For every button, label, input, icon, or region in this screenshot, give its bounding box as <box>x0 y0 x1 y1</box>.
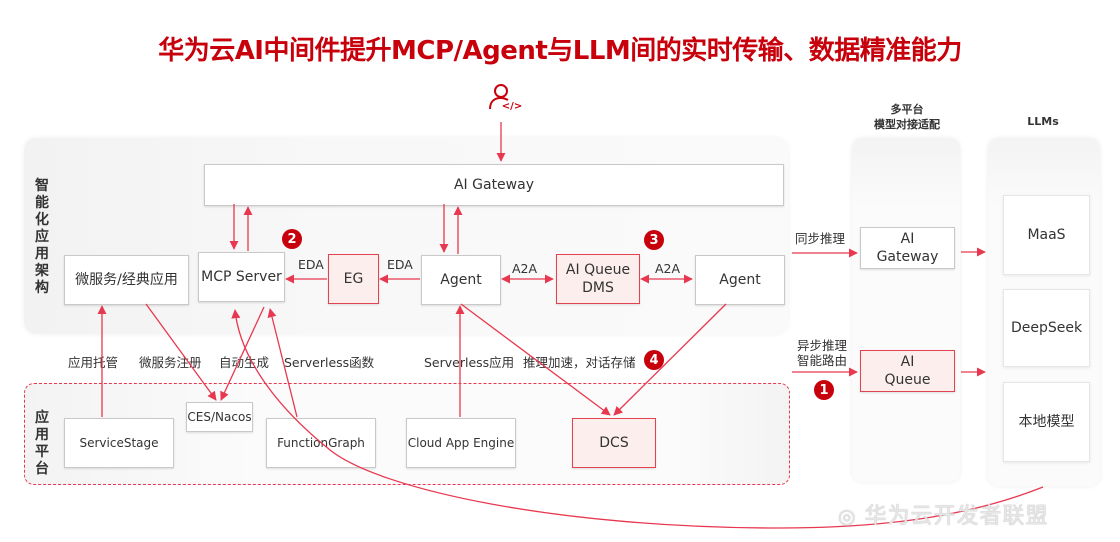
servicestage-node[interactable]: ServiceStage <box>64 418 174 468</box>
dcs-node[interactable]: DCS <box>572 418 656 468</box>
weibo-icon: ◎ <box>838 504 857 528</box>
llm-maas-node[interactable]: MaaS <box>1003 195 1090 275</box>
edge-label-async-inference: 异步推理 智能路由 <box>797 338 847 368</box>
mcp-server-node[interactable]: MCP Server <box>198 252 285 302</box>
edge-label-inference-accel: 推理加速，对话存储 <box>523 355 636 370</box>
edge-label-ms-register: 微服务注册 <box>139 355 202 370</box>
adapter-ai-gateway-line1: AI <box>900 231 915 247</box>
ai-queue-dms-node[interactable]: AI Queue DMS <box>556 254 640 304</box>
developer-user-code-icon: </> <box>484 82 524 116</box>
ai-queue-dms-line1: AI Queue <box>565 262 631 278</box>
step-badge-1: 1 <box>814 380 834 400</box>
svg-text:</>: </> <box>502 101 522 112</box>
edge-label-async-line2: 智能路由 <box>797 353 848 368</box>
multi-platform-header-line1: 多平台 <box>890 103 924 116</box>
ai-queue-dms-line2: DMS <box>582 280 614 296</box>
llm-deepseek-node[interactable]: DeepSeek <box>1003 289 1090 367</box>
edge-label-a2a-right: A2A <box>655 261 681 276</box>
edge-label-async-line1: 异步推理 <box>797 338 848 353</box>
multi-platform-header-line2: 模型对接适配 <box>874 118 940 131</box>
step-badge-3: 3 <box>644 230 664 250</box>
edge-label-eda-eg: EDA <box>387 257 413 272</box>
llm-local-model-node[interactable]: 本地模型 <box>1003 382 1090 462</box>
adapter-ai-gateway-node[interactable]: AI Gateway <box>860 227 955 269</box>
adapter-ai-queue-line1: AI <box>900 354 915 370</box>
edge-label-auto-generate: 自动生成 <box>219 355 270 370</box>
step-badge-4: 4 <box>644 350 664 370</box>
page-title: 华为云AI中间件提升MCP/Agent与LLM间的实时传输、数据精准能力 <box>158 36 962 66</box>
watermark: ◎ 华为云开发者联盟 <box>838 498 1048 530</box>
ces-nacos-node[interactable]: CES/Nacos <box>186 402 253 432</box>
edge-label-app-hosting: 应用托管 <box>68 355 119 370</box>
adapter-ai-gateway-line2: Gateway <box>876 249 939 265</box>
edge-label-serverless-app: Serverless应用 <box>424 355 515 370</box>
edge-label-eda-mcp: EDA <box>298 257 324 272</box>
ai-gateway-node[interactable]: AI Gateway <box>204 164 784 206</box>
adapter-ai-queue-line2: Queue <box>884 372 931 388</box>
edge-label-a2a-left: A2A <box>512 261 538 276</box>
agent-left-node[interactable]: Agent <box>421 255 501 305</box>
multi-platform-header: 多平台 模型对接适配 <box>852 102 962 132</box>
cloud-app-engine-node[interactable]: Cloud App Engine <box>406 418 516 468</box>
llms-header: LLMs <box>1027 115 1059 128</box>
eg-node[interactable]: EG <box>328 254 379 304</box>
edge-label-serverless-func: Serverless函数 <box>284 355 375 370</box>
microservice-app-node[interactable]: 微服务/经典应用 <box>64 255 189 305</box>
watermark-text: 华为云开发者联盟 <box>864 504 1049 529</box>
agent-right-node[interactable]: Agent <box>695 255 785 305</box>
model-adapter-column <box>852 138 960 482</box>
app-platform-label: 应用平台 <box>35 410 49 477</box>
edge-label-sync-inference: 同步推理 <box>795 231 846 246</box>
functiongraph-node[interactable]: FunctionGraph <box>266 418 376 468</box>
step-badge-2: 2 <box>282 229 302 249</box>
intelligent-app-architecture-label: 智能化应用架构 <box>35 178 49 296</box>
adapter-ai-queue-node[interactable]: AI Queue <box>860 350 955 392</box>
